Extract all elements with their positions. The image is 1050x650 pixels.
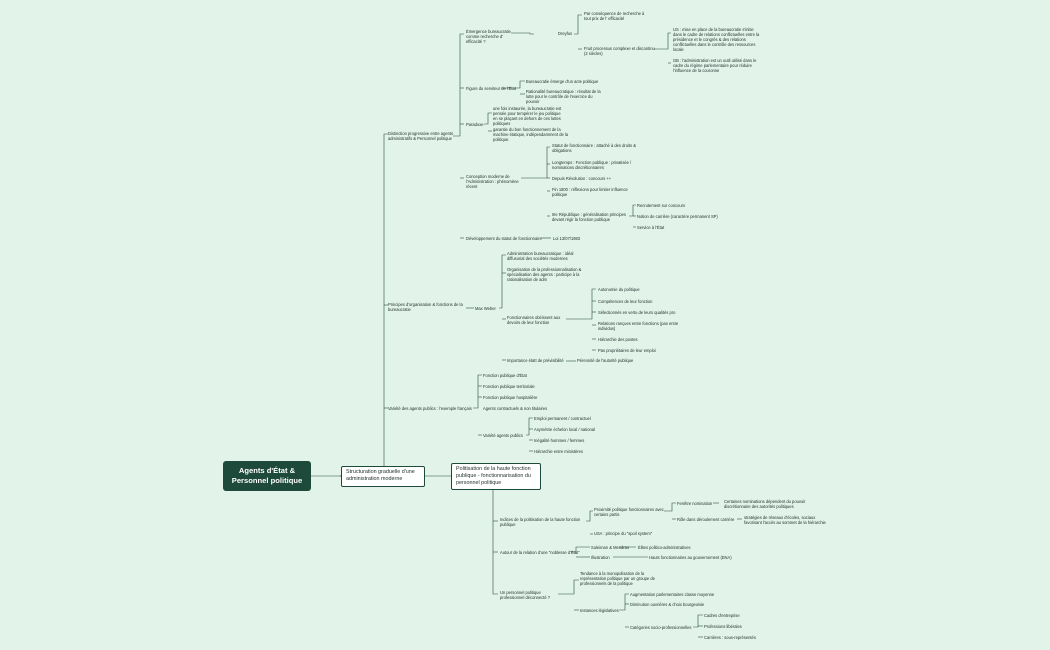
node-carriere[interactable]: Notion de carrière (caractère permanent …: [637, 214, 718, 219]
node-hierarchie[interactable]: Hiérarchie des postes: [598, 337, 638, 342]
node-illustration[interactable]: Illustration: [591, 555, 610, 560]
node-gb[interactable]: GB : l'administration est un outil utili…: [673, 58, 757, 74]
node-certaines[interactable]: Certaines nominations dépendent du pouvo…: [724, 499, 806, 510]
node-augmentation[interactable]: Augmentation parlementaires classe moyen…: [630, 592, 715, 597]
node-variete-agents[interactable]: Variété des agents publics : l'exemple f…: [388, 406, 472, 411]
node-personnel[interactable]: Un personnel politique professionnel déc…: [500, 590, 551, 601]
node-fruit[interactable]: Fruit processus complexe et discontinu (…: [584, 46, 655, 57]
node-inegalite[interactable]: Inégalité hommes / femmes: [534, 438, 585, 443]
node-professions[interactable]: Professions libérales: [704, 624, 742, 629]
node-variete-publics[interactable]: Variété agents publics: [483, 433, 523, 438]
node-fp-territoriale[interactable]: Fonction publique territoriale: [483, 384, 535, 389]
node-developpement[interactable]: Développement du statut de fonctionnaire: [466, 236, 542, 241]
node-service[interactable]: Service à l'État: [637, 225, 665, 230]
node-dreyfus[interactable]: Dreyfus: [558, 31, 573, 36]
node-competences[interactable]: Compétences de leur fonction: [598, 299, 653, 304]
node-weber[interactable]: Max Weber: [475, 306, 496, 311]
node-paradoxe-2[interactable]: garantie du bon fonctionnement de la mac…: [493, 127, 569, 143]
node-fp-etat[interactable]: Fonction publique d'État: [483, 373, 527, 378]
node-iiie[interactable]: IIIe République : généralisation princip…: [552, 212, 626, 223]
node-perennite[interactable]: Pérennité de l'autorité publique: [577, 358, 634, 363]
node-rationalite[interactable]: Rationalité bureaucratique : résultat de…: [526, 89, 601, 105]
node-fenetre[interactable]: Fenêtre nomination: [677, 501, 713, 506]
node-depuis[interactable]: Depuis Révolution : concours ++: [552, 176, 612, 181]
node-proprietaires[interactable]: Pas propriétaires de leur emploi: [598, 348, 656, 353]
node-suleiman[interactable]: Suleiman & Mendras: [591, 545, 629, 550]
node-cadres[interactable]: Cadres d'entreprise: [704, 613, 740, 618]
node-emergence[interactable]: Émergence bureaucratie comme recherche d…: [466, 29, 511, 45]
node-conception[interactable]: Conception moderne de l'Administration :…: [466, 174, 519, 190]
branch-structuration[interactable]: Structuration graduelle d'une administra…: [341, 466, 425, 487]
node-importance[interactable]: Importance étatt de prévisibilité: [507, 358, 564, 363]
node-hierarchie-ministeres[interactable]: Hiérarchie entre ministères: [534, 449, 583, 454]
node-fonctionnaires[interactable]: Fonctionnaires obéissent aux devoirs de …: [507, 315, 561, 326]
node-paradoxe-1[interactable]: une fois instaurée, la bureaucratie est …: [493, 106, 562, 127]
node-strategies[interactable]: stratégies de réseaux d'écoles, sociaux …: [744, 515, 826, 526]
node-categories[interactable]: Catégories socio-professionnelles: [630, 625, 692, 630]
node-elites[interactable]: Élites politico-administratives: [638, 545, 691, 550]
node-longtemps[interactable]: Longtemps : Fonction publique : privatis…: [552, 160, 632, 171]
node-us[interactable]: US : mise en place de la bureaucratie s'…: [673, 27, 760, 53]
node-recrutement[interactable]: Recrutement sur concours: [637, 203, 686, 208]
root-node[interactable]: Agents d'État & Personnel politique: [223, 461, 311, 491]
node-consequence[interactable]: Par conséquence de recherche à tout prix…: [584, 11, 645, 22]
node-autonomie[interactable]: Autonomie du politique: [598, 287, 640, 292]
node-contractuels[interactable]: Agents contractuels & non titulaires: [483, 406, 548, 411]
node-bureaucratie-emerge[interactable]: Bureaucratie émerge d'un acte politique: [526, 79, 599, 84]
node-proximite[interactable]: Proximité politique fonctionnaires avec …: [594, 507, 664, 518]
node-indices[interactable]: Indices de la politisation de la haute f…: [500, 517, 581, 528]
node-hauts[interactable]: Hauts fonctionnaires au gouvernement (EN…: [649, 555, 732, 560]
node-noblesse[interactable]: Autour de la relation d'une "noblesse d'…: [500, 550, 580, 555]
node-fp-hospitaliere[interactable]: Fonction publique hospitalière: [483, 395, 538, 400]
node-admin-bureau[interactable]: Administration bureaucratique : idéal di…: [507, 251, 574, 262]
node-tendance[interactable]: Tendance à la monopolisation de la repré…: [580, 571, 655, 587]
node-organisation[interactable]: Organisation de la professionnalisation …: [507, 267, 582, 283]
node-diminution[interactable]: Diminution ouvrières & choix bourgeoisie: [630, 602, 705, 607]
node-fin1800[interactable]: Fin 1800 : réflexions pour limiter influ…: [552, 187, 628, 198]
node-loi[interactable]: Loi 13/07/1983: [553, 236, 581, 241]
node-paradoxe[interactable]: Paradoxe: [466, 122, 484, 127]
node-figure[interactable]: Figure du serviteur de l'État: [466, 86, 516, 91]
node-selectionnes[interactable]: Sélectionnés en vertu de leurs qualités …: [598, 310, 676, 315]
node-principes[interactable]: Principes d'organisation & fonctions de …: [388, 302, 463, 313]
node-instances[interactable]: Instances législatives: [580, 608, 619, 613]
node-carrieres[interactable]: Carrières : sous-représentés: [704, 635, 756, 640]
branch-politisation[interactable]: Politisation de la haute fonction publiq…: [451, 463, 541, 490]
node-emploi[interactable]: Emploi permanent / contractuel: [534, 416, 591, 421]
node-role[interactable]: Rôle dans déroulement carrière: [677, 517, 735, 522]
node-distinction[interactable]: Distinction progressive entre agents adm…: [388, 131, 454, 142]
node-asymetrie[interactable]: Asymétrie échelon local / national: [534, 427, 595, 432]
node-statut[interactable]: Statut de fonctionnaire : attaché à des …: [552, 143, 636, 154]
node-usa[interactable]: USA : principe du "spoil system": [594, 531, 653, 536]
node-relations[interactable]: Relations rançues entre fonctions (pas e…: [598, 321, 679, 332]
